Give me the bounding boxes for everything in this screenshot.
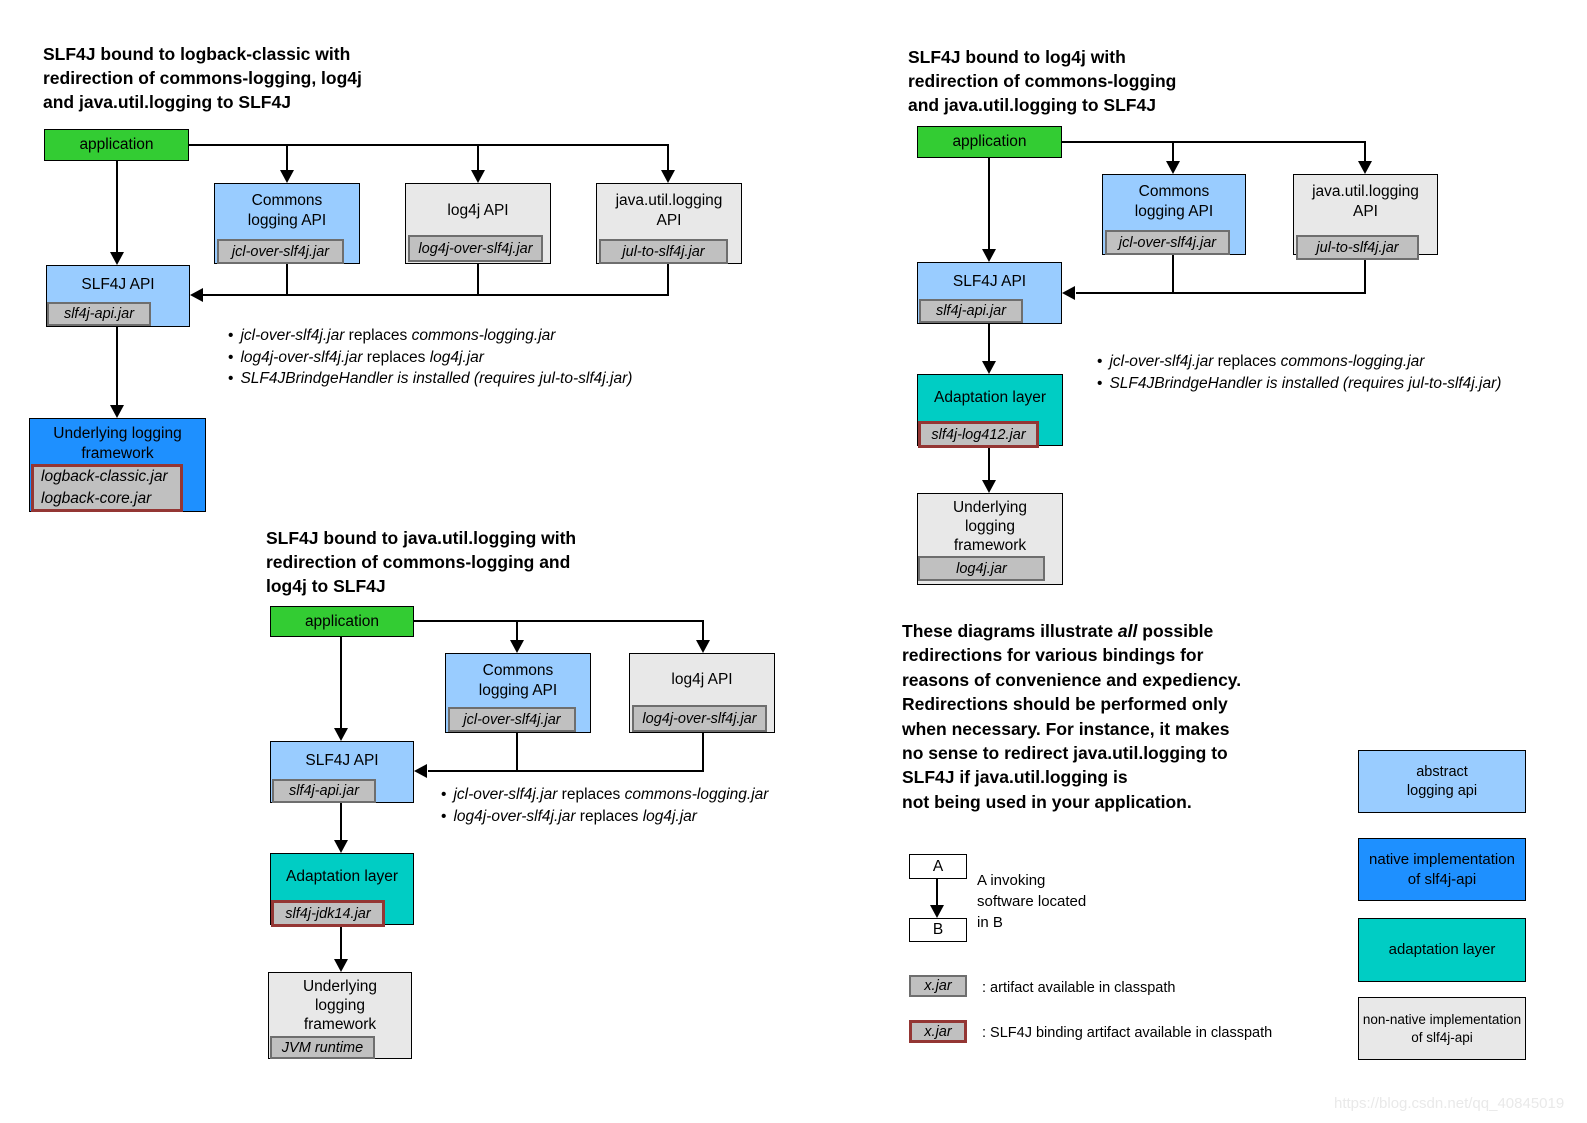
d1-slf4j-api-jar: slf4j-api.jar xyxy=(47,302,151,326)
arrowhead-down-icon xyxy=(334,959,348,972)
d2-connector-slf4j-adaptation xyxy=(988,324,990,361)
arrowhead-down-icon xyxy=(110,252,124,265)
d2-connector-app-slf4j xyxy=(988,158,990,249)
legend-binding-caption: : SLF4J binding artifact available in cl… xyxy=(982,1025,1273,1041)
d2-jcl-over-slf4j-jar: jcl-over-slf4j.jar xyxy=(1105,230,1230,255)
d3-application-box: application xyxy=(270,606,414,637)
d1-connector-slf4j-underlying xyxy=(116,327,118,405)
arrowhead-down-icon xyxy=(1358,161,1372,174)
d1-connector-app-slf4j xyxy=(116,160,118,252)
d1-connector-return-line xyxy=(203,294,669,296)
arrowhead-down-icon xyxy=(982,249,996,262)
arrowhead-down-icon xyxy=(930,905,944,918)
legend-artifact-jar: x.jar xyxy=(909,975,967,997)
d1-connector-branch-jul xyxy=(667,144,669,170)
arrowhead-down-icon xyxy=(110,405,124,418)
arrowhead-down-icon xyxy=(334,840,348,853)
d2-connector-adaptation-underlying xyxy=(988,446,990,480)
d3-bullet-1: •jcl-over-slf4j.jar replaces commons-log… xyxy=(441,786,769,803)
arrowhead-down-icon xyxy=(334,728,348,741)
legend-abstract-api-box: abstract logging api xyxy=(1358,750,1526,813)
d2-application-box: application xyxy=(917,126,1062,158)
d1-application-box: application xyxy=(44,129,189,161)
d2-connector-return-commons xyxy=(1172,254,1174,293)
d3-connector-branch-log4j xyxy=(702,620,704,640)
d2-bullet-1: •jcl-over-slf4j.jar replaces commons-log… xyxy=(1097,353,1425,370)
legend-artifact-caption: : artifact available in classpath xyxy=(982,980,1176,996)
d3-jvm-runtime-jar: JVM runtime xyxy=(270,1036,375,1059)
d3-connector-app-slf4j xyxy=(340,637,342,728)
arrowhead-left-icon xyxy=(190,288,203,302)
d3-slf4j-api-jar: slf4j-api.jar xyxy=(272,779,376,803)
d3-connector-slf4j-adaptation xyxy=(340,803,342,840)
d3-connector-return-commons xyxy=(516,731,518,771)
d1-connector-return-jul xyxy=(667,263,669,296)
d3-title: SLF4J bound to java.util.logging with re… xyxy=(266,528,577,596)
arrowhead-down-icon xyxy=(471,170,485,183)
d1-bullet-1: •jcl-over-slf4j.jar replaces commons-log… xyxy=(228,327,556,344)
arrowhead-down-icon xyxy=(1166,161,1180,174)
d1-logback-binding-jar: logback-classic.jar logback-core.jar xyxy=(31,464,183,512)
d1-log4j-over-slf4j-jar: log4j-over-slf4j.jar xyxy=(408,235,543,262)
d2-connector-return-jul xyxy=(1364,259,1366,293)
arrowhead-down-icon xyxy=(280,170,294,183)
arrowhead-left-icon xyxy=(1062,286,1075,300)
d2-connector-return-line xyxy=(1076,292,1366,294)
d1-connector-branch-commons xyxy=(286,146,288,170)
d2-connector-branch-commons xyxy=(1172,143,1174,161)
d1-bullet-3: •SLF4JBrindgeHandler is installed (requi… xyxy=(228,370,633,387)
legend-box-b: B xyxy=(909,918,967,942)
d3-bullet-notes: •jcl-over-slf4j.jar replaces commons-log… xyxy=(441,784,768,827)
d2-jul-to-slf4j-jar: jul-to-slf4j.jar xyxy=(1296,235,1419,260)
arrowhead-left-icon xyxy=(414,764,427,778)
legend-native-impl-box: native implementation of slf4j-api xyxy=(1358,838,1526,901)
legend-binding-jar: x.jar xyxy=(909,1020,967,1043)
explanatory-note: These diagrams illustrate all possible r… xyxy=(902,621,1242,812)
d2-connector-branch-jul xyxy=(1364,141,1366,161)
d3-slf4j-jdk14-binding-jar: slf4j-jdk14.jar xyxy=(271,900,385,927)
arrowhead-down-icon xyxy=(696,640,710,653)
d1-bullet-2: •log4j-over-slf4j.jar replaces log4j.jar xyxy=(228,348,484,366)
arrowhead-down-icon xyxy=(510,640,524,653)
d1-connector-return-log4j xyxy=(477,263,479,296)
d3-connector-branch-commons xyxy=(516,622,518,640)
arrowhead-down-icon xyxy=(982,480,996,493)
d2-connector-app-branches xyxy=(1062,141,1366,143)
d2-slf4j-api-jar: slf4j-api.jar xyxy=(919,299,1023,323)
arrowhead-down-icon xyxy=(982,361,996,374)
legend-connector-a-b xyxy=(936,878,938,905)
d1-jul-to-slf4j-jar: jul-to-slf4j.jar xyxy=(599,239,728,264)
d3-connector-return-line xyxy=(428,770,704,772)
legend-adaptation-layer-box: adaptation layer xyxy=(1358,918,1526,982)
d1-connector-return-commons xyxy=(286,264,288,296)
d3-bullet-2: •log4j-over-slf4j.jar replaces log4j.jar xyxy=(441,807,697,825)
d3-connector-app-branches xyxy=(414,620,704,622)
d2-title: SLF4J bound to log4j with redirection of… xyxy=(908,47,1177,115)
d2-bullet-2: •SLF4JBrindgeHandler is installed (requi… xyxy=(1097,374,1502,392)
d1-bullet-notes: •jcl-over-slf4j.jar replaces commons-log… xyxy=(228,325,632,390)
d3-connector-return-log4j xyxy=(702,731,704,771)
d1-title: SLF4J bound to logback-classic with redi… xyxy=(43,44,362,112)
d2-bullet-notes: •jcl-over-slf4j.jar replaces commons-log… xyxy=(1097,351,1501,394)
d2-slf4j-log412-binding-jar: slf4j-log412.jar xyxy=(918,421,1039,448)
d1-jcl-over-slf4j-jar: jcl-over-slf4j.jar xyxy=(217,239,344,264)
arrowhead-down-icon xyxy=(661,170,675,183)
d3-jcl-over-slf4j-jar: jcl-over-slf4j.jar xyxy=(448,707,576,732)
d1-connector-app-branches xyxy=(189,144,669,146)
watermark-text: https://blog.csdn.net/qq_40845019 xyxy=(1334,1095,1565,1112)
d3-connector-adaptation-underlying xyxy=(340,925,342,959)
legend-ab-caption: A invoking software located in B xyxy=(977,872,1087,931)
legend-non-native-impl-box: non-native implementation of slf4j-api xyxy=(1358,997,1526,1060)
legend-box-a: A xyxy=(909,854,967,879)
d1-connector-branch-log4j xyxy=(477,146,479,170)
d2-log4j-jar: log4j.jar xyxy=(918,556,1045,581)
d3-log4j-over-slf4j-jar: log4j-over-slf4j.jar xyxy=(632,705,767,732)
